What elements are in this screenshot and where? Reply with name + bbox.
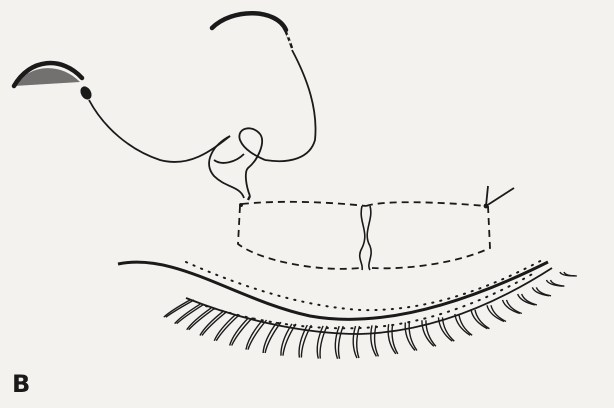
eyelid-margin [118,258,552,334]
eyelash [164,300,190,317]
eyelash [166,300,194,317]
eyelash [357,326,360,358]
eyelash [248,320,267,349]
eyelash [281,324,292,356]
panel-label: B [12,372,30,396]
central-suture [360,206,371,270]
curved-needle-left [14,63,94,101]
arrow-pointer [484,186,514,208]
eyelashes [164,272,577,359]
eyelash [375,325,379,356]
eyelash [550,280,564,286]
eyelash [339,326,344,359]
double-armed-suture [89,50,316,162]
eyelash [536,287,551,295]
eyelash [246,320,263,349]
curved-needle-right [212,13,292,48]
eyelash [263,322,277,353]
suture-loop [209,128,265,207]
eyelash [232,318,253,346]
